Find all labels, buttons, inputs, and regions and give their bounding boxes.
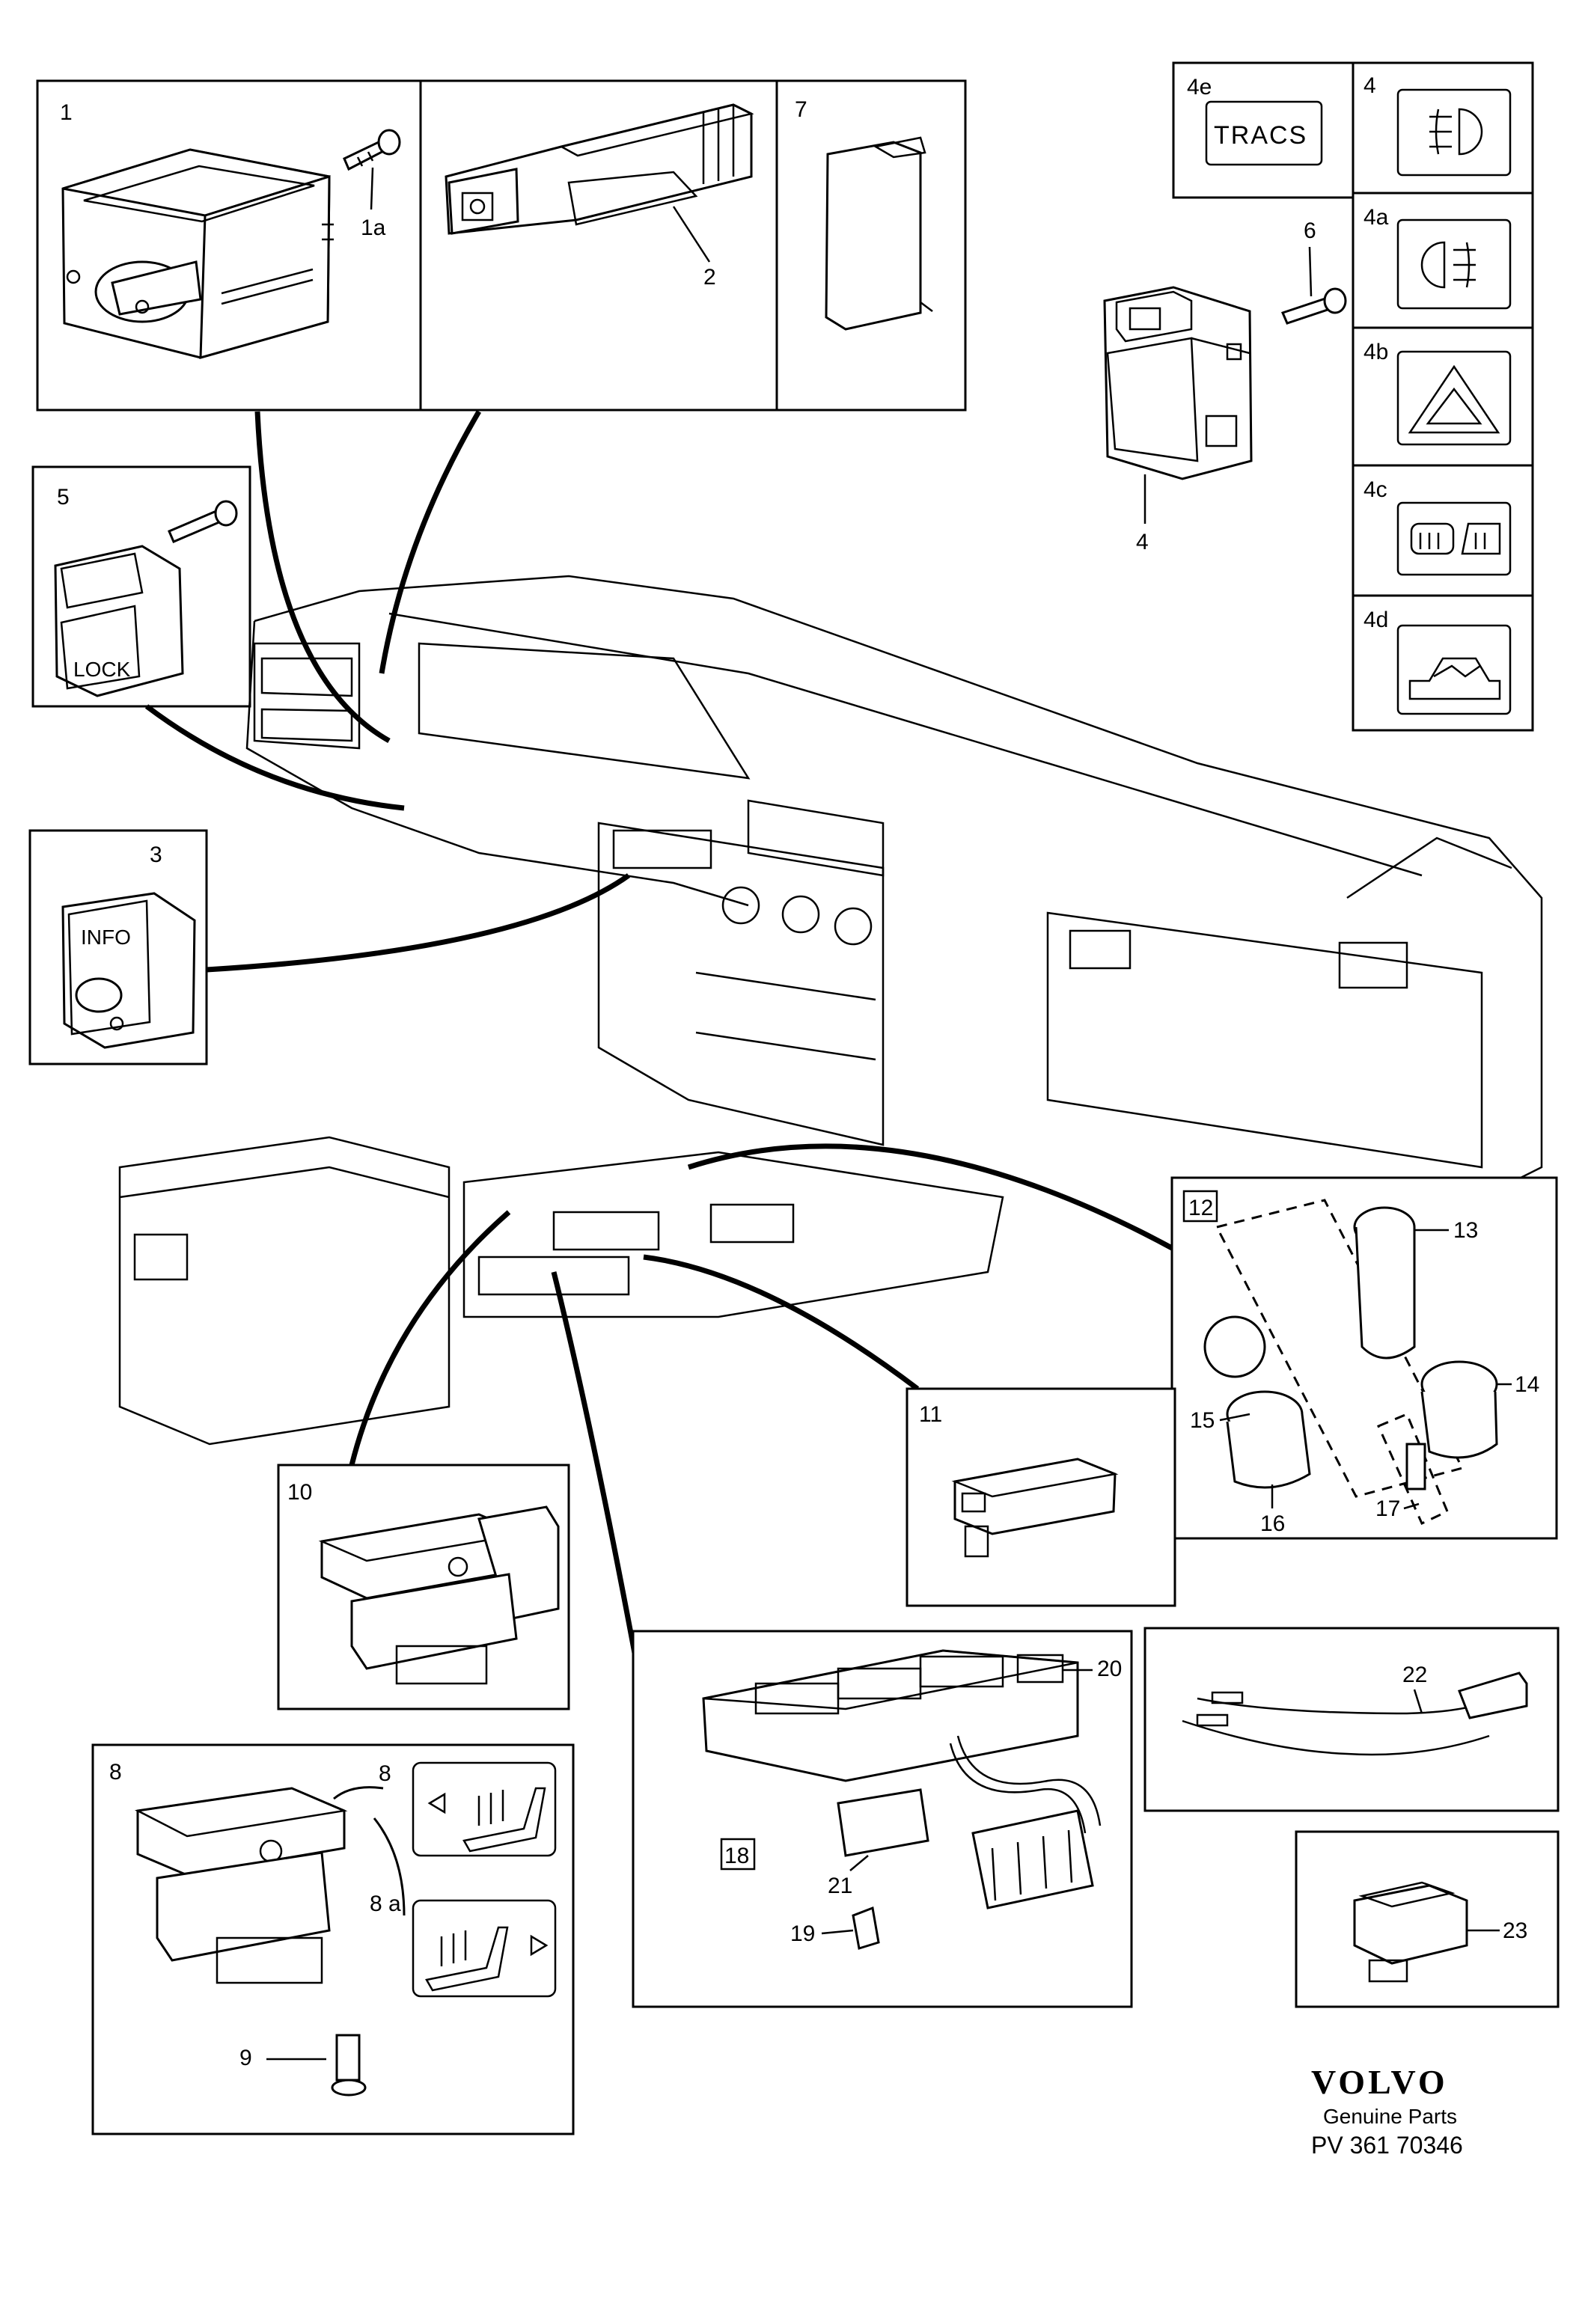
cover-plate-part [825,136,933,331]
panel-23: 23 [1295,1830,1560,2008]
hazard-warning-icon [1396,350,1512,446]
callout-18: 18 [724,1844,749,1868]
callout-22: 22 [1402,1663,1427,1687]
panel-18-20-21: 18 19 20 21 [632,1630,1133,2008]
callout-5: 5 [57,485,70,510]
panel-5: 5 LOCK [31,465,251,708]
rear-fog-lamp-icon [1396,218,1512,310]
air-recirculation-icon [1396,624,1512,715]
callout-21: 21 [828,1874,852,1898]
switch-part-4 [1103,286,1347,480]
callout-23: 23 [1503,1918,1527,1943]
panel-group-1-2-7: 1 1a 2 7 [36,79,967,412]
callout-9: 9 [239,2046,252,2070]
callout-12: 12 [1188,1196,1213,1220]
callout-2: 2 [703,265,716,290]
callout-4e: 4e [1187,75,1212,100]
rear-window-defrost-icon [1396,501,1512,576]
callout-20: 20 [1097,1657,1122,1681]
info-symbol-text: INFO [81,926,131,949]
panel-8-seat-heater: 8 8 8 a 9 [91,1743,575,2135]
switch-module-part [445,103,754,235]
brand-logo: VOLVO [1311,2063,1448,2101]
callout-1: 1 [60,100,73,125]
callout-13: 13 [1453,1218,1478,1243]
leader-lines [144,410,1173,1662]
lock-symbol-text: LOCK [73,658,131,681]
footer-subtitle: Genuine Parts [1323,2105,1457,2128]
front-fog-lamp-icon [1396,88,1512,177]
dashboard-illustration [118,575,1543,1446]
callout-4-switch: 4 [1136,530,1149,554]
callout-15: 15 [1190,1408,1215,1433]
tracs-symbol-text: TRACS [1214,121,1307,150]
callout-14: 14 [1515,1372,1539,1397]
callout-11: 11 [919,1402,942,1427]
light-switch-part [61,129,401,360]
callout-10: 10 [287,1480,312,1505]
callout-8a: 8 a [370,1892,401,1916]
callout-4d: 4d [1363,608,1388,632]
seat-heater-left-icon [412,1761,557,1857]
panel-3: 3 INFO [28,829,208,1065]
callout-17: 17 [1375,1496,1400,1521]
callout-4: 4 [1363,73,1376,98]
panel-22: 22 [1143,1627,1560,1812]
panel-10: 10 [277,1464,570,1710]
symbol-panels: TRACS 4e 4 4a 4b 4c 4d [1172,61,1534,732]
diagram-code: PV 361 70346 [1311,2132,1463,2159]
callout-19: 19 [790,1921,815,1946]
callout-8-symbol: 8 [379,1761,391,1786]
callout-16: 16 [1260,1511,1285,1536]
footer-block: VOLVO Genuine Parts PV 361 70346 [1311,2063,1463,2159]
callout-4b: 4b [1363,340,1388,364]
panel-12-cigarette-lighter: 12 13 14 15 16 17 [1170,1176,1558,1540]
callout-1a: 1a [361,215,386,240]
callout-4a: 4a [1363,205,1389,230]
seat-heater-right-icon [412,1899,557,1998]
callout-8: 8 [109,1760,122,1785]
callout-3: 3 [150,843,162,867]
callout-6: 6 [1304,218,1316,243]
callout-4c: 4c [1363,477,1387,502]
callout-7: 7 [795,97,807,122]
panel-11: 11 [906,1387,1176,1607]
